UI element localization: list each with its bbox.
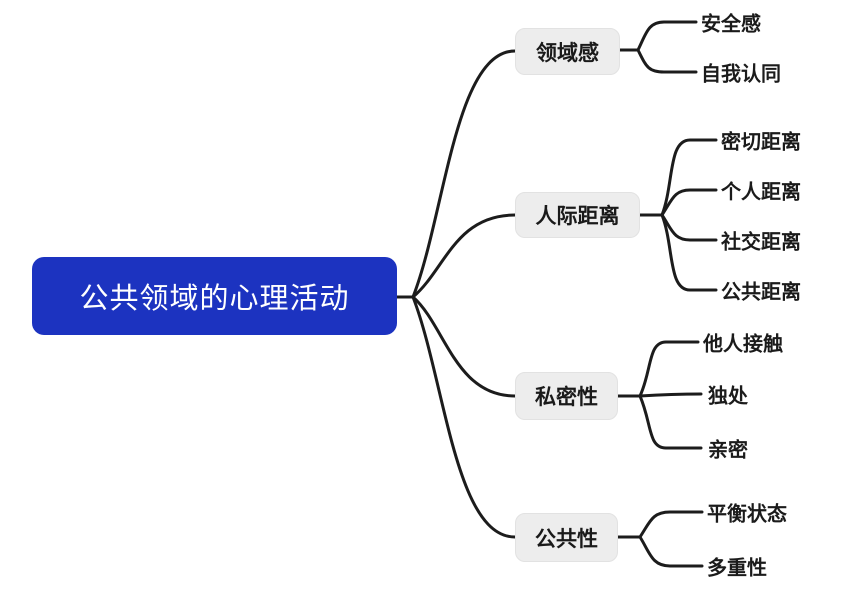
branch-node-privacy[interactable]: 私密性 — [515, 372, 618, 420]
branch-node-publicness[interactable]: 公共性 — [515, 513, 618, 562]
leaf-security-sense[interactable]: 安全感 — [701, 13, 761, 36]
edge-branch-1-leaf-2 — [660, 213, 718, 242]
branch-node-territory-sense[interactable]: 领域感 — [515, 28, 620, 75]
leaf-self-identity[interactable]: 自我认同 — [701, 63, 781, 86]
branch-node-interpersonal-distance[interactable]: 人际距离 — [515, 192, 640, 238]
edge-branch-0-leaf-1 — [636, 48, 698, 74]
leaf-social-distance[interactable]: 社交距离 — [721, 231, 801, 254]
leaf-public-distance[interactable]: 公共距离 — [721, 281, 801, 304]
edge-branch-0-leaf-0 — [636, 20, 698, 52]
edge-branch-2-leaf-2 — [638, 394, 703, 450]
leaf-balanced-state[interactable]: 平衡状态 — [707, 503, 787, 526]
leaf-solitude[interactable]: 独处 — [708, 385, 748, 408]
edge-branch-1-leaf-0 — [660, 138, 718, 217]
edge-root-branch-2 — [411, 295, 517, 398]
leaf-contact-with-others[interactable]: 他人接触 — [703, 333, 783, 356]
edge-root-branch-3 — [411, 295, 517, 539]
leaf-personal-distance[interactable]: 个人距离 — [721, 181, 801, 204]
edge-branch-1-leaf-3 — [660, 213, 718, 292]
edge-branch-1-leaf-1 — [660, 188, 718, 217]
edge-root-branch-0 — [411, 49, 517, 299]
edge-root-branch-1 — [411, 213, 517, 299]
leaf-intimate-distance[interactable]: 密切距离 — [721, 131, 801, 154]
leaf-intimacy[interactable]: 亲密 — [708, 439, 748, 462]
edge-branch-3-leaf-1 — [638, 535, 704, 568]
edge-branch-2-leaf-1 — [638, 392, 703, 398]
edge-branch-2-leaf-0 — [638, 340, 700, 398]
root-node[interactable]: 公共领域的心理活动 — [32, 257, 397, 335]
leaf-multiplicity[interactable]: 多重性 — [707, 557, 767, 580]
edge-branch-3-leaf-0 — [638, 510, 704, 539]
